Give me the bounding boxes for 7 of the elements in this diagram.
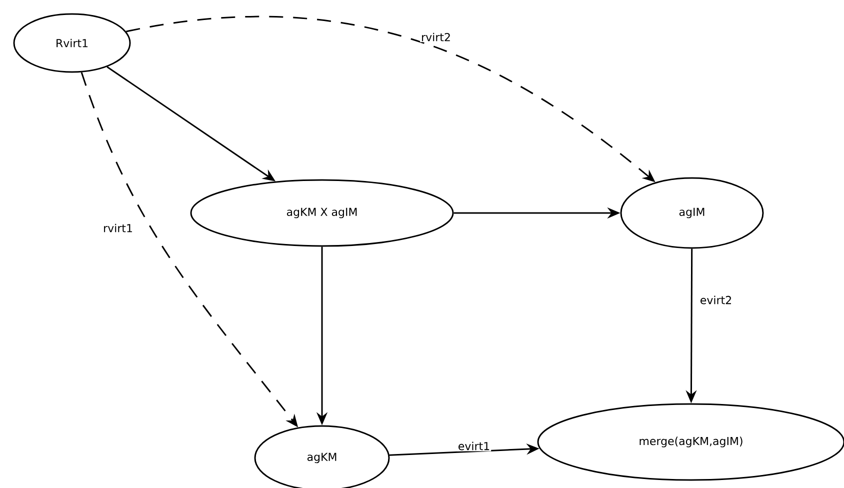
ellipse-node: Rvirt1: [13, 13, 131, 73]
edge-label: rvirt1: [102, 222, 134, 234]
edge-label: rvirt2: [420, 32, 452, 42]
ellipse-node: agKM X agIM: [190, 179, 454, 247]
edge-label: evirt2: [698, 294, 734, 306]
ellipse-node: agIM: [620, 177, 764, 249]
edge-label: evirt1: [456, 440, 492, 452]
